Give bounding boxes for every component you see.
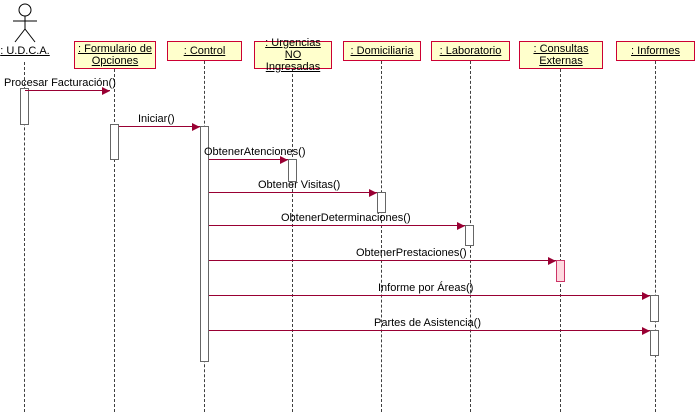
lifeline-head-domiciliaria: : Domiciliaria <box>343 41 421 61</box>
lifeline-head-control: : Control <box>167 41 242 61</box>
activation-control <box>200 126 209 362</box>
message-obtener-determinaciones <box>209 222 465 230</box>
message-label-partes-de-asistencia: Partes de Asistencia() <box>374 317 481 329</box>
lifeline-head-formulario-de-opciones: : Formulario de Opciones <box>74 41 156 69</box>
message-partes-de-asistencia <box>209 327 650 335</box>
lifeline-label: : Formulario de Opciones <box>78 43 152 67</box>
lifeline-formulario <box>114 69 115 412</box>
lifeline-head-urgencias-no-ingresadas: : Urgencias NO Ingresadas <box>254 37 332 73</box>
activation-consultas <box>556 260 565 282</box>
arrowhead-icon <box>457 222 465 230</box>
lifeline-head-laboratorio: : Laboratorio <box>431 41 510 61</box>
message-label-obtener-atenciones: ObtenerAtenciones() <box>204 146 306 158</box>
activation-udca <box>20 88 29 125</box>
activation-urgencias <box>288 159 297 182</box>
actor-udca: : U.D.C.A. <box>0 2 50 57</box>
lifeline-informes <box>655 61 656 412</box>
arrowhead-icon <box>369 189 377 197</box>
activation-laboratorio <box>465 225 474 246</box>
message-label-procesar-facturacion: Procesar Facturación() <box>4 77 116 89</box>
lifeline-label: : Control <box>183 45 226 57</box>
arrowhead-icon <box>642 292 650 300</box>
lifeline-domiciliaria <box>381 61 382 412</box>
activation-formulario <box>110 124 119 160</box>
lifeline-label: : Domiciliaria <box>350 45 414 57</box>
message-label-iniciar: Iniciar() <box>138 113 175 125</box>
lifeline-label: : Laboratorio <box>439 45 502 57</box>
lifeline-label: : Informes <box>631 45 680 57</box>
lifeline-udca <box>24 62 25 412</box>
arrowhead-icon <box>548 257 556 265</box>
message-obtener-atenciones <box>209 156 288 164</box>
activation-informes-1 <box>650 295 659 322</box>
message-label-informe-por-areas: Informe por Áreas() <box>378 282 474 294</box>
arrowhead-icon <box>642 327 650 335</box>
message-label-obtener-prestaciones: ObtenerPrestaciones() <box>356 247 467 259</box>
message-procesar-facturacion <box>25 87 110 95</box>
actor-label: : U.D.C.A. <box>0 45 50 57</box>
message-informe-por-areas <box>209 292 650 300</box>
activation-informes-2 <box>650 330 659 356</box>
lifeline-urgencias <box>292 69 293 412</box>
lifeline-head-consultas-externas: : Consultas Externas <box>519 41 603 69</box>
message-label-obtener-visitas: Obtener Visitas() <box>258 179 341 191</box>
lifeline-label: : Consultas Externas <box>533 43 589 67</box>
message-label-obtener-determinaciones: ObtenerDeterminaciones() <box>281 212 411 224</box>
message-obtener-prestaciones <box>209 257 556 265</box>
arrowhead-icon <box>102 87 110 95</box>
actor-icon <box>13 3 37 43</box>
lifeline-head-informes: : Informes <box>616 41 695 61</box>
message-obtener-visitas <box>209 189 377 197</box>
arrowhead-icon <box>192 123 200 131</box>
message-iniciar <box>119 123 200 131</box>
activation-domiciliaria <box>377 192 386 213</box>
lifeline-consultas <box>560 69 561 412</box>
lifeline-label: : Urgencias NO Ingresadas <box>265 37 321 73</box>
arrowhead-icon <box>280 156 288 164</box>
